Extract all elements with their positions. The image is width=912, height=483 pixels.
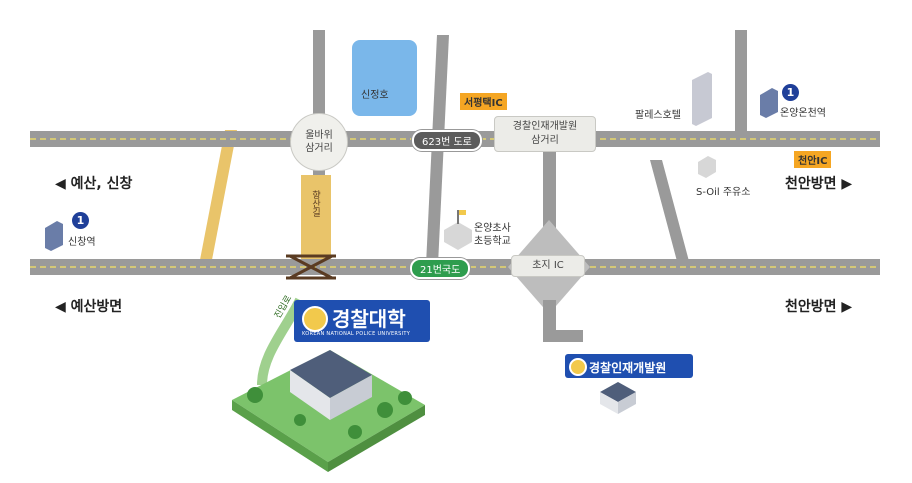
police-university-sign: 경찰대학 KOREAN NATIONAL POLICE UNIVERSITY [294, 300, 430, 342]
campus-building-roof [290, 350, 372, 398]
center-junction: 경찰인재개발원 삼거리 [494, 116, 596, 152]
soil-label: S-Oil 주유소 [696, 187, 751, 198]
palace-hotel-building [692, 72, 712, 126]
lake-label: 신정호 [361, 90, 389, 101]
police-training-title: 경찰인재개발원 [589, 361, 667, 375]
sinchang-station-label: 신창역 [68, 237, 96, 248]
lake-sinjeongho [352, 40, 417, 116]
choji-ic-label: 초지 IC [511, 255, 585, 277]
direction-right-lower: 천안방면 ▶ [785, 299, 853, 315]
road-diagonal-right [650, 160, 690, 265]
direction-left-upper: ◀ 예산, 신창 [55, 176, 133, 192]
onyang-station-building [760, 88, 778, 118]
onyang-station-label: 온양온천역 [780, 108, 826, 119]
ulbawi-junction: 울바위 삼거리 [290, 113, 348, 171]
campus-building [290, 370, 330, 420]
hyangsan-label: 향산길 [310, 190, 320, 217]
direction-right-upper: 천안방면 ▶ [785, 176, 853, 192]
sinchang-station-building [45, 221, 63, 251]
police-emblem-icon-small [569, 358, 587, 376]
road-hyangsan [301, 175, 331, 265]
soil-building [698, 156, 716, 178]
direction-left-lower: ◀ 예산방면 [55, 299, 123, 315]
school-building [444, 222, 472, 250]
bridge-mark [286, 254, 336, 280]
training-building [600, 392, 618, 414]
palace-hotel-label: 팔레스호텔 [635, 110, 681, 121]
road-hyangsan-diagonal [199, 130, 237, 265]
police-university-en: KOREAN NATIONAL POLICE UNIVERSITY [302, 331, 411, 337]
road-vertical-right [735, 30, 747, 135]
seopyeongtaek-ic-tag: 서평택IC [460, 93, 507, 110]
police-training-sign: 경찰인재개발원 [565, 354, 693, 378]
police-emblem-icon [302, 306, 328, 332]
subway-line1-badge-sinchang: 1 [72, 212, 89, 229]
cheonan-ic-tag: 천안IC [794, 151, 832, 168]
subway-line1-badge: 1 [782, 84, 799, 101]
police-university-title: 경찰대학 [332, 307, 406, 331]
route-21-badge: 21번국도 [410, 258, 471, 279]
school-label: 온양초사 초등학교 [474, 223, 511, 247]
route-623-badge: 623번 도로 [412, 130, 482, 151]
